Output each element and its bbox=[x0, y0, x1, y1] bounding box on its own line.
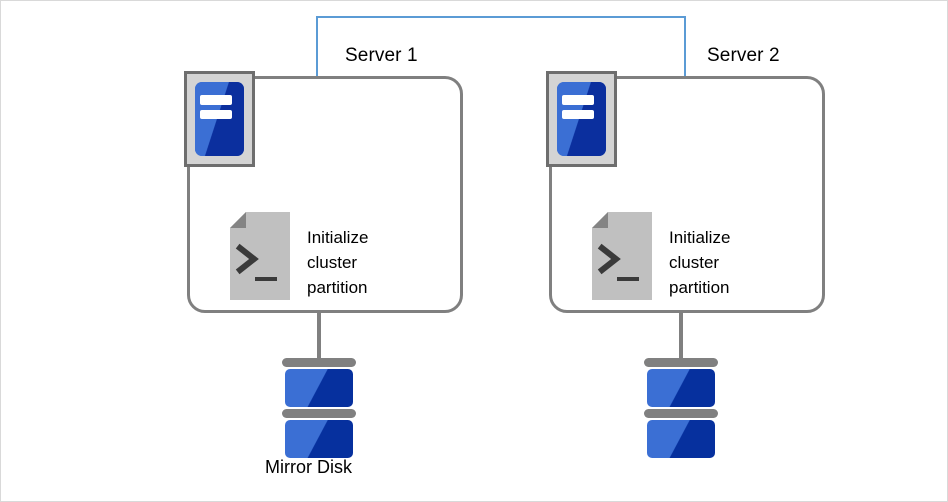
mirror-disk-label: Mirror Disk bbox=[265, 457, 352, 477]
interconnect-link bbox=[316, 16, 686, 78]
server-2-label: Server 2 bbox=[707, 45, 780, 66]
server-chassis bbox=[195, 82, 244, 156]
server-slot-bar bbox=[200, 110, 232, 120]
server-slot-bar bbox=[562, 95, 594, 105]
disk-platter-shading bbox=[647, 420, 715, 458]
server-2-action-label: Initialize cluster partition bbox=[669, 228, 731, 297]
disk-platter bbox=[647, 420, 715, 458]
disk-cap bbox=[282, 358, 356, 367]
disk-platter bbox=[647, 369, 715, 407]
disk-platter bbox=[285, 369, 353, 407]
disk-platter-shading bbox=[647, 369, 715, 407]
console-script-icon bbox=[230, 212, 290, 300]
server-chassis bbox=[557, 82, 606, 156]
disk-cap bbox=[644, 358, 718, 367]
disk-stack-icon bbox=[644, 358, 718, 458]
server-slot-bar bbox=[200, 95, 232, 105]
server-1-action-label: Initialize cluster partition bbox=[307, 228, 369, 297]
server-slot-bar bbox=[562, 110, 594, 120]
disk-cap bbox=[644, 409, 718, 418]
disk-platter-shading bbox=[285, 420, 353, 458]
server-1-label: Server 1 bbox=[345, 45, 418, 66]
server-machine-icon bbox=[546, 71, 617, 167]
console-script-icon bbox=[592, 212, 652, 300]
disk-platter bbox=[285, 420, 353, 458]
server-1-disk-connector bbox=[317, 311, 321, 361]
disk-cap bbox=[282, 409, 356, 418]
disk-platter-shading bbox=[285, 369, 353, 407]
server-2-disk-connector bbox=[679, 311, 683, 361]
disk-stack-icon bbox=[282, 358, 356, 458]
server-machine-icon bbox=[184, 71, 255, 167]
